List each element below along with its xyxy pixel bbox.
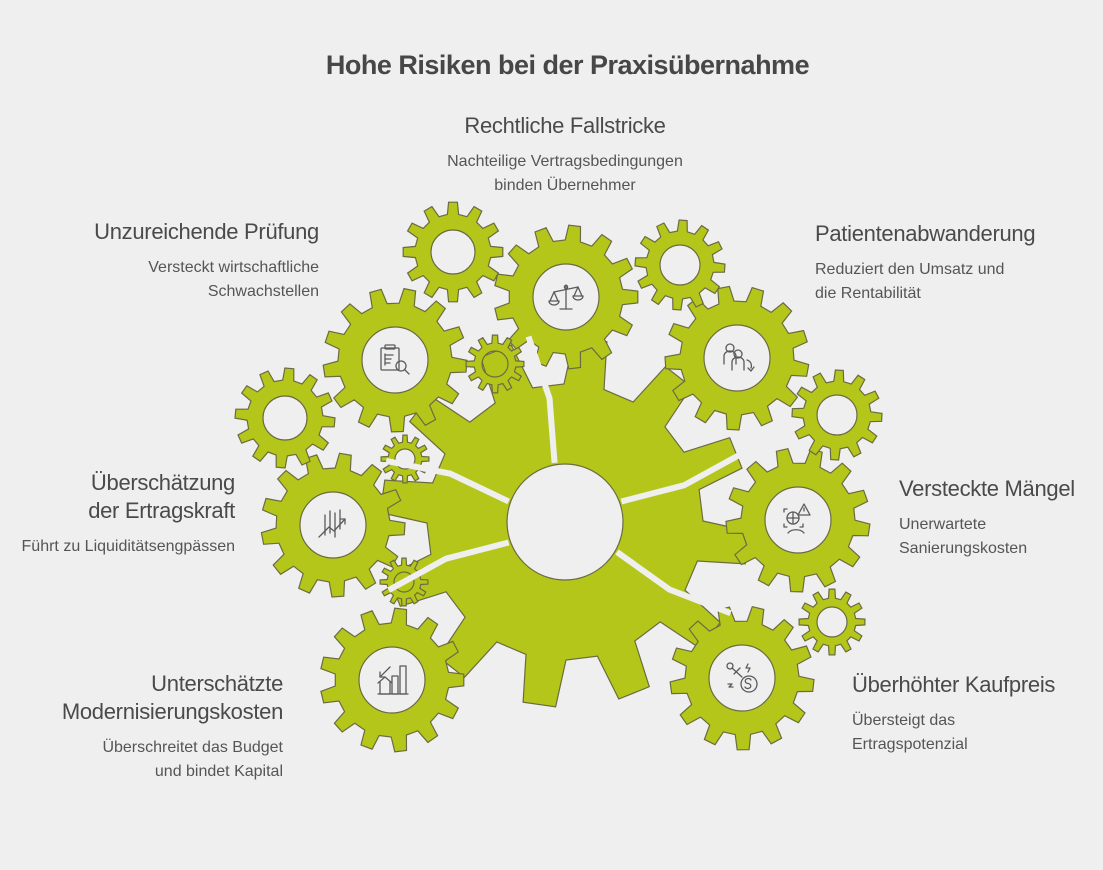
risk-title: Versteckte Mängel [899, 476, 1075, 501]
house-costs-icon [377, 665, 409, 695]
gear-modernisierung [320, 607, 465, 753]
risk-ertragskraft: Überschätzung der Ertragskraft Führt zu … [0, 469, 236, 559]
risk-pruefung: Unzureichende Prüfung Versteckt wirtscha… [60, 218, 319, 304]
risk-modernisierung: Unterschätzte Modernisierungskosten Über… [20, 670, 283, 784]
gear-ertragskraft [260, 452, 406, 598]
risk-title: Patientenabwanderung [815, 221, 1036, 246]
risk-description: Nachteilige Vertragsbedingungen binden Ü… [447, 153, 683, 194]
risk-description: Versteckt wirtschaftliche Schwachstellen [148, 259, 319, 300]
risk-title: Überschätzung der Ertragskraft [88, 470, 235, 523]
risk-title: Unterschätzte Modernisierungskosten [61, 671, 283, 724]
chart-trend-icon [318, 509, 346, 538]
gear-kaufpreis [669, 605, 815, 751]
risk-title: Unzureichende Prüfung [94, 219, 319, 244]
page-title: Hohe Risiken bei der Praxisübernahme [325, 50, 810, 80]
risk-description: Unerwartete Sanierungskosten [899, 516, 1028, 557]
small-gear-top-left [402, 201, 504, 303]
small-gear-left [234, 367, 336, 469]
hidden-warning-icon [783, 503, 811, 534]
gear-patienten [664, 285, 810, 431]
risk-rechtliche: Rechtliche Fallstricke Nachteilige Vertr… [430, 112, 700, 198]
central-broken-gear [379, 336, 751, 708]
risk-description: Führt zu Liquiditätsengpässen [21, 538, 235, 555]
crack-line [525, 335, 558, 464]
tiny-gear-center-top [465, 334, 525, 394]
small-gear-bottom-right [798, 588, 866, 656]
gears-layer [234, 201, 883, 753]
gear-pruefung [322, 287, 468, 433]
risk-kaufpreis: Überhöhter Kaufpreis Übersteigt das Ertr… [852, 671, 1092, 757]
central-gear-cracks [385, 335, 743, 617]
risk-title: Überhöhter Kaufpreis [852, 672, 1056, 697]
risk-description: Reduziert den Umsatz und die Rentabilitä… [815, 261, 1005, 302]
small-gear-top-right [634, 219, 726, 311]
risk-maengel: Versteckte Mängel Unerwartete Sanierungs… [899, 475, 1099, 561]
risk-title: Rechtliche Fallstricke [464, 113, 666, 138]
crack-line [615, 549, 732, 617]
gear-maengel [725, 447, 871, 593]
crack-line [620, 451, 743, 505]
risk-patienten: Patientenabwanderung Reduziert den Umsat… [815, 220, 1075, 306]
small-gear-right [791, 369, 883, 461]
tiny-gear-left-lower [379, 557, 429, 607]
clipboard-search-icon [380, 344, 410, 375]
price-burst-icon [726, 662, 758, 693]
crack-line [385, 457, 510, 505]
people-leaving-icon [723, 343, 755, 372]
crack-line [387, 539, 510, 593]
risk-description: Übersteigt das Ertragspotenzial [852, 712, 968, 753]
risk-description: Überschreitet das Budget und bindet Kapi… [102, 739, 283, 780]
scale-icon [548, 284, 584, 310]
gear-rechtliche [494, 224, 639, 370]
